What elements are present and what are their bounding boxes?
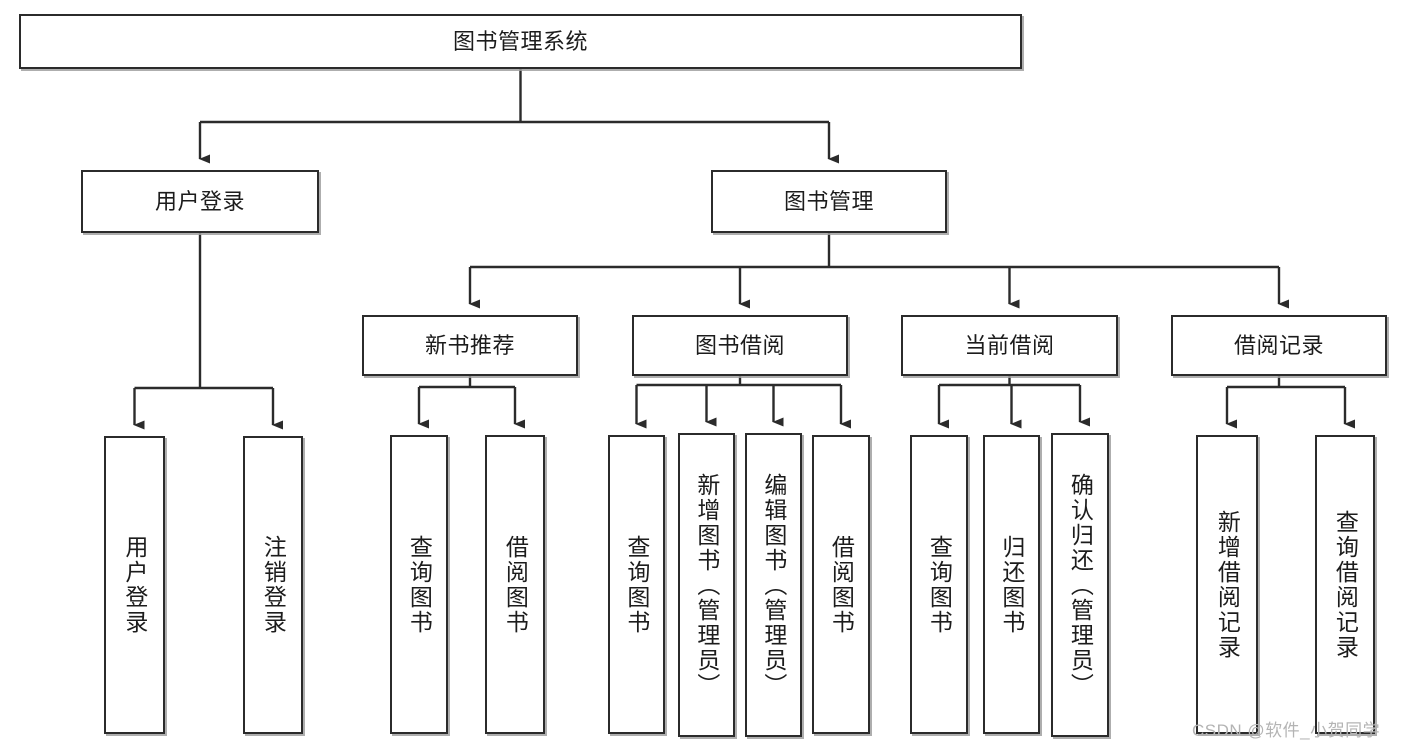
leaf-add-book[interactable]: 新增图书（管理员）: [678, 433, 735, 737]
leaf-return-book-label: 归还图书: [998, 534, 1025, 635]
leaf-query-book-current-label: 查询图书: [926, 534, 953, 635]
leaf-confirm-return-label: 确认归还（管理员）: [1067, 472, 1094, 698]
leaf-query-book-borrow[interactable]: 查询图书: [608, 435, 665, 734]
node-root-label: 图书管理系统: [452, 28, 588, 54]
leaf-edit-book[interactable]: 编辑图书（管理员）: [745, 433, 802, 737]
node-current-borrow-label: 当前借阅: [964, 332, 1055, 358]
node-new-book-recommend-label: 新书推荐: [424, 332, 515, 358]
node-borrow-record[interactable]: 借阅记录: [1171, 315, 1387, 376]
leaf-user-logout[interactable]: 注销登录: [243, 436, 303, 734]
node-borrow-record-label: 借阅记录: [1233, 332, 1324, 358]
leaf-user-logout-label: 注销登录: [260, 535, 287, 635]
node-user-login-label: 用户登录: [154, 188, 245, 214]
leaf-query-borrow-record[interactable]: 查询借阅记录: [1315, 435, 1375, 734]
node-root[interactable]: 图书管理系统: [19, 14, 1022, 69]
node-book-management-label: 图书管理: [783, 188, 874, 214]
leaf-add-borrow-record[interactable]: 新增借阅记录: [1196, 435, 1258, 734]
leaf-return-book[interactable]: 归还图书: [983, 435, 1040, 734]
leaf-query-borrow-record-label: 查询借阅记录: [1332, 509, 1359, 660]
node-new-book-recommend[interactable]: 新书推荐: [362, 315, 578, 376]
csdn-watermark: CSDN @软件_小贺同学: [1192, 721, 1381, 740]
leaf-add-borrow-record-label: 新增借阅记录: [1214, 509, 1241, 660]
leaf-confirm-return[interactable]: 确认归还（管理员）: [1051, 433, 1109, 737]
node-current-borrow[interactable]: 当前借阅: [901, 315, 1118, 376]
leaf-user-login[interactable]: 用户登录: [104, 436, 165, 734]
leaf-add-book-label: 新增图书（管理员）: [693, 472, 720, 698]
leaf-borrow-book-recommend-label: 借阅图书: [502, 534, 529, 635]
node-user-login[interactable]: 用户登录: [81, 170, 319, 233]
node-book-borrow-label: 图书借阅: [694, 332, 785, 358]
node-book-management[interactable]: 图书管理: [711, 170, 947, 233]
leaf-user-login-label: 用户登录: [121, 535, 148, 635]
leaf-borrow-book[interactable]: 借阅图书: [812, 435, 870, 734]
leaf-query-book-recommend[interactable]: 查询图书: [390, 435, 448, 734]
leaf-edit-book-label: 编辑图书（管理员）: [760, 472, 787, 698]
leaf-borrow-book-recommend[interactable]: 借阅图书: [485, 435, 545, 734]
leaf-query-book-recommend-label: 查询图书: [406, 534, 433, 635]
node-book-borrow[interactable]: 图书借阅: [632, 315, 848, 376]
leaf-query-book-borrow-label: 查询图书: [623, 534, 650, 635]
leaf-borrow-book-label: 借阅图书: [828, 534, 855, 635]
leaf-query-book-current[interactable]: 查询图书: [910, 435, 968, 734]
